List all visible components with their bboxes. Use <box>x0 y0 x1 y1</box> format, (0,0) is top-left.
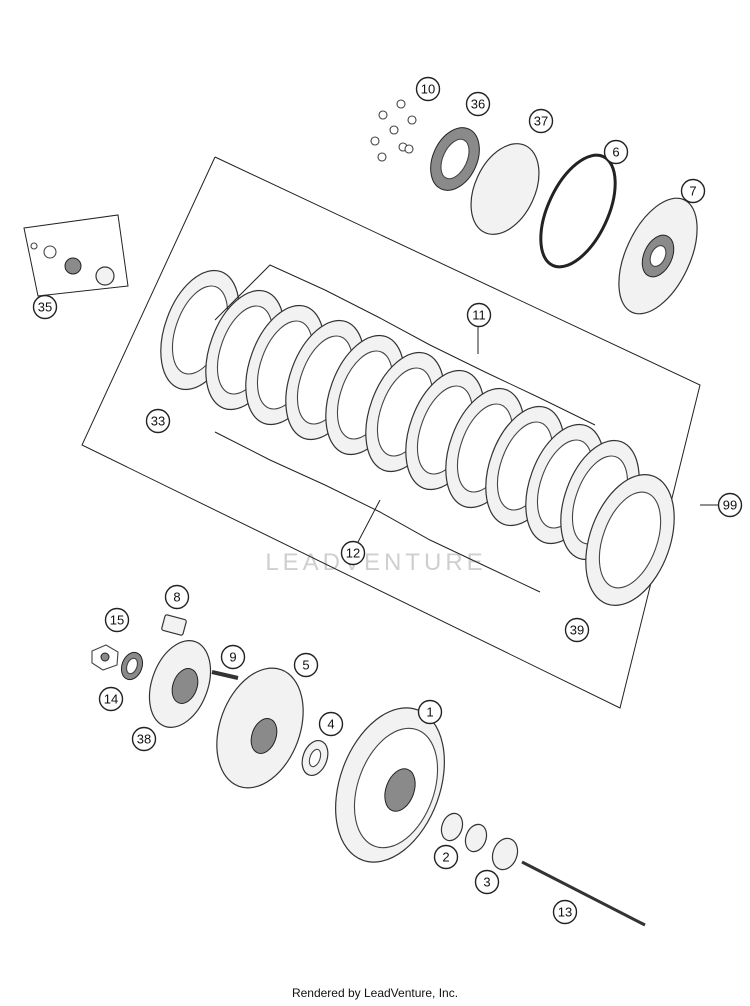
svg-text:99: 99 <box>723 498 737 513</box>
small-parts-kit-part-35 <box>23 214 129 298</box>
svg-text:39: 39 <box>570 623 584 638</box>
svg-text:7: 7 <box>689 184 696 199</box>
callout-15[interactable]: 15 <box>104 607 130 633</box>
pressure-cap-part-7 <box>618 197 698 315</box>
nut-part-15 <box>91 644 119 671</box>
plate-kit-frame <box>81 156 718 709</box>
svg-text:8: 8 <box>173 590 180 605</box>
callout-10[interactable]: 10 <box>415 76 441 102</box>
callout-4[interactable]: 4 <box>318 711 344 737</box>
callout-37[interactable]: 37 <box>528 108 554 134</box>
callout-39[interactable]: 39 <box>564 617 590 643</box>
callout-38[interactable]: 38 <box>131 726 157 752</box>
svg-text:12: 12 <box>346 546 360 561</box>
svg-text:13: 13 <box>558 905 572 920</box>
callout-11[interactable]: 11 <box>466 302 492 328</box>
clutch-plate-stack <box>160 269 675 606</box>
footer-credit: Rendered by LeadVenture, Inc. <box>291 986 459 1000</box>
plate-group-brackets <box>214 264 596 593</box>
callout-36[interactable]: 36 <box>465 91 491 117</box>
callout-35[interactable]: 35 <box>32 294 58 320</box>
callout-5[interactable]: 5 <box>293 652 319 678</box>
clutch-basket-part-1 <box>335 707 445 863</box>
svg-text:33: 33 <box>151 414 165 429</box>
svg-text:2: 2 <box>442 850 449 865</box>
callout-6[interactable]: 6 <box>603 139 629 165</box>
svg-text:5: 5 <box>302 658 309 673</box>
svg-text:1: 1 <box>426 705 433 720</box>
svg-text:6: 6 <box>612 145 619 160</box>
svg-text:9: 9 <box>229 650 236 665</box>
callout-7[interactable]: 7 <box>680 178 706 204</box>
callout-1[interactable]: 1 <box>417 699 443 725</box>
diaphragm-spring-part-6 <box>539 153 617 269</box>
pressure-disc-part-37 <box>470 143 540 235</box>
svg-text:4: 4 <box>327 717 334 732</box>
svg-text:36: 36 <box>471 97 485 112</box>
pressure-piece-part-8 <box>161 614 187 636</box>
push-rod-part-13 <box>521 860 646 927</box>
callout-2[interactable]: 2 <box>433 844 459 870</box>
bearing-part-14 <box>120 651 144 681</box>
bushing-part-2 <box>440 812 488 853</box>
hub-part-38 <box>148 640 212 728</box>
svg-text:10: 10 <box>421 82 435 97</box>
callout-14[interactable]: 14 <box>98 686 124 712</box>
svg-text:11: 11 <box>472 308 486 323</box>
svg-text:37: 37 <box>534 114 548 129</box>
svg-text:14: 14 <box>104 692 118 707</box>
callout-33[interactable]: 33 <box>145 408 171 434</box>
watermark-text: LEADVENTURE <box>265 549 486 576</box>
svg-text:15: 15 <box>110 613 124 628</box>
svg-text:38: 38 <box>137 732 151 747</box>
thrust-bearing-part-36 <box>430 127 480 191</box>
callout-9[interactable]: 9 <box>220 644 246 670</box>
callout-13[interactable]: 13 <box>552 899 578 925</box>
svg-text:3: 3 <box>483 875 490 890</box>
callout-8[interactable]: 8 <box>164 584 190 610</box>
sleeve-part-3 <box>491 837 519 871</box>
callout-12[interactable]: 12 <box>340 540 366 566</box>
pin-part-9 <box>211 670 239 680</box>
svg-text:35: 35 <box>38 300 52 315</box>
washer-part-4 <box>301 739 329 777</box>
callout-99[interactable]: 99 <box>717 492 743 518</box>
inner-hub-part-5 <box>216 667 304 789</box>
bolts-part-10 <box>370 99 417 162</box>
callout-3[interactable]: 3 <box>474 869 500 895</box>
